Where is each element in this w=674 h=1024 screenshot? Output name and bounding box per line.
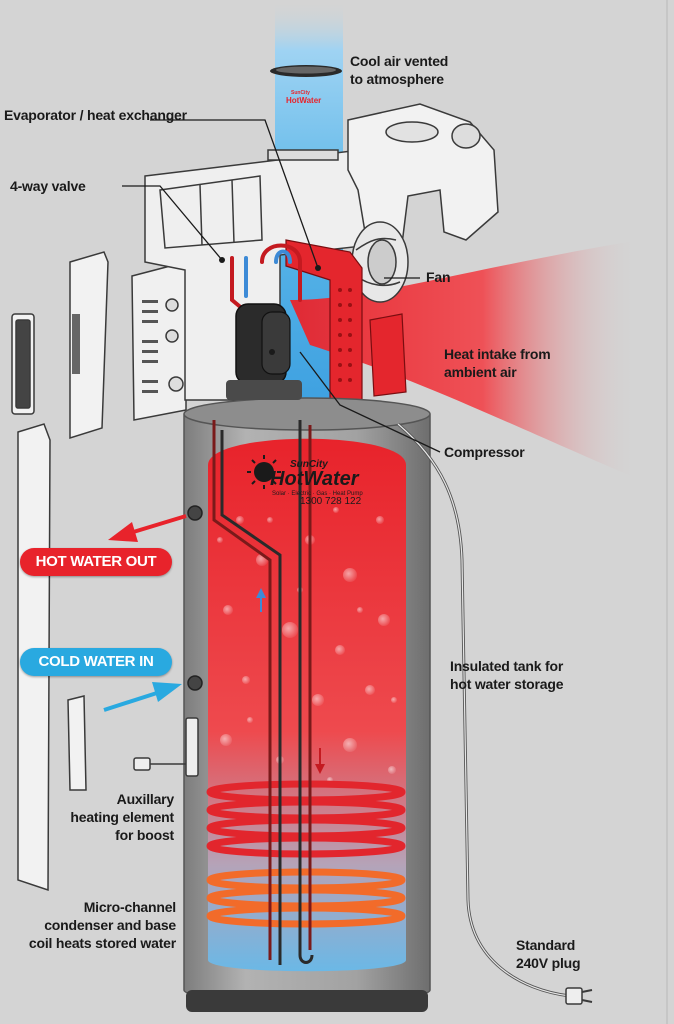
- fan-label: Fan: [426, 269, 451, 285]
- heat-intake-label: Heat intake from ambient air: [444, 346, 551, 380]
- svg-text:1300 728 122: 1300 728 122: [300, 496, 362, 507]
- auxillary-label: Auxillary heating element for boost: [70, 791, 174, 843]
- water-ports: [187, 505, 203, 691]
- auxiliary-element: [133, 717, 199, 777]
- compressor-label: Compressor: [444, 444, 525, 460]
- leader-dots: [219, 257, 321, 355]
- left-panels: [11, 251, 109, 892]
- internal-pipes: [212, 420, 314, 965]
- evaporator-coil: [285, 239, 407, 401]
- brand-logo-small: SunCity HotWater: [286, 90, 321, 105]
- brand-logo: SunCity HotWater Solar · Electric · Gas …: [247, 455, 363, 507]
- cold-water-arrow: [103, 682, 182, 712]
- leader-lines: [122, 119, 441, 453]
- hot-water-arrow: [108, 514, 187, 542]
- compressor: [226, 303, 302, 400]
- cool-air-label: Cool air vented to atmosphere: [350, 53, 449, 87]
- cold-water-in-badge: COLD WATER IN: [20, 648, 172, 676]
- microchannel-label: Micro-channel condenser and base coil he…: [28, 899, 176, 951]
- plug-label: Standard 240V plug: [516, 937, 581, 971]
- valve-label: 4-way valve: [10, 178, 86, 194]
- evaporator-label: Evaporator / heat exchanger: [4, 107, 187, 123]
- svg-text:Solar · Electric · Gas · Heat: Solar · Electric · Gas · Heat Pump: [272, 491, 363, 497]
- svg-text:SunCity: SunCity: [290, 459, 328, 470]
- hot-water-out-badge: HOT WATER OUT: [20, 548, 172, 576]
- power-cord: [397, 422, 593, 1005]
- svg-text:SunCity: SunCity: [291, 90, 310, 96]
- condenser-coil: [206, 780, 406, 928]
- svg-text:HotWater: HotWater: [270, 468, 360, 490]
- water-bubbles: [217, 507, 397, 783]
- svg-text:HotWater: HotWater: [286, 96, 321, 105]
- insulated-tank-label: Insulated tank for hot water storage: [450, 658, 564, 692]
- flow-arrows: [256, 588, 325, 774]
- control-box: [131, 263, 187, 421]
